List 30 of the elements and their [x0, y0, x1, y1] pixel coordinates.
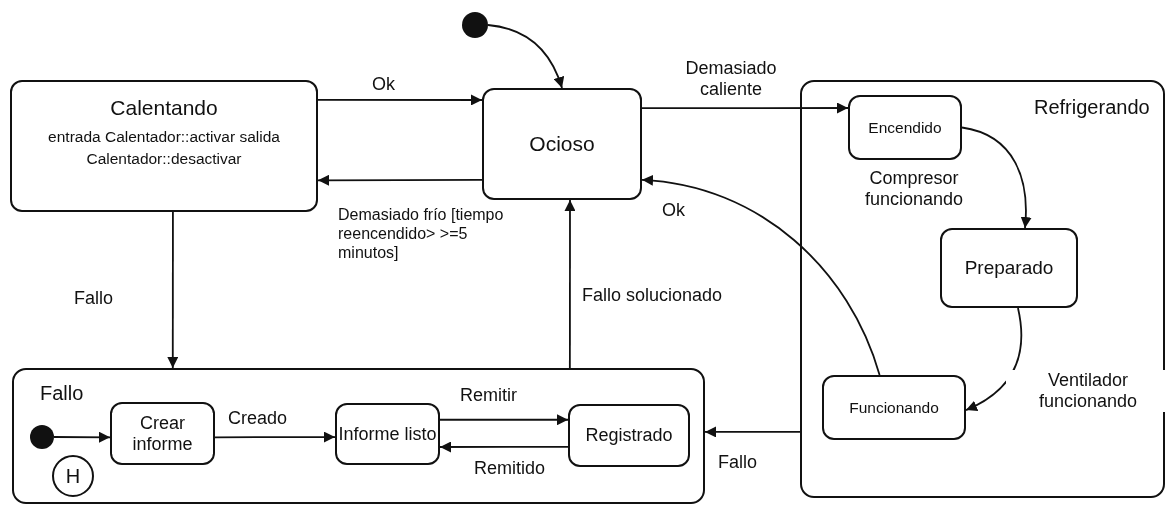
initial-state-dot — [462, 12, 488, 38]
transition-arrow — [641, 102, 849, 114]
transition-arrow — [53, 431, 111, 443]
edge-label: Ventilador funcionando — [1006, 370, 1167, 413]
state-name: Registrado — [585, 425, 673, 446]
transition-arrow — [487, 24, 564, 89]
state-box — [10, 80, 318, 212]
transition-arrow — [317, 94, 483, 106]
state-name: Refrigerando — [1034, 96, 1150, 119]
state-box — [940, 228, 1078, 308]
state-box — [335, 403, 440, 465]
transition-arrow — [564, 199, 576, 369]
transition-arrow — [214, 431, 336, 443]
state-box — [482, 88, 642, 200]
state-box — [110, 402, 215, 465]
transition-arrow — [439, 441, 569, 453]
transition-arrow — [167, 211, 179, 369]
state-box — [568, 404, 690, 467]
transition-arrow — [439, 414, 569, 426]
transition-arrow — [641, 175, 881, 376]
state-name: Crear informe — [112, 412, 213, 455]
history-state-circle — [52, 455, 94, 497]
state-box — [822, 375, 966, 440]
transition-arrow — [704, 426, 801, 438]
transition-arrow — [317, 174, 483, 186]
state-activity: entrada Calentador::activar salida Calentador::desactivar — [47, 127, 281, 169]
transition-arrow — [961, 126, 1032, 229]
initial-state-dot — [30, 425, 54, 449]
state-box — [848, 95, 962, 160]
transition-arrow — [965, 307, 1023, 411]
